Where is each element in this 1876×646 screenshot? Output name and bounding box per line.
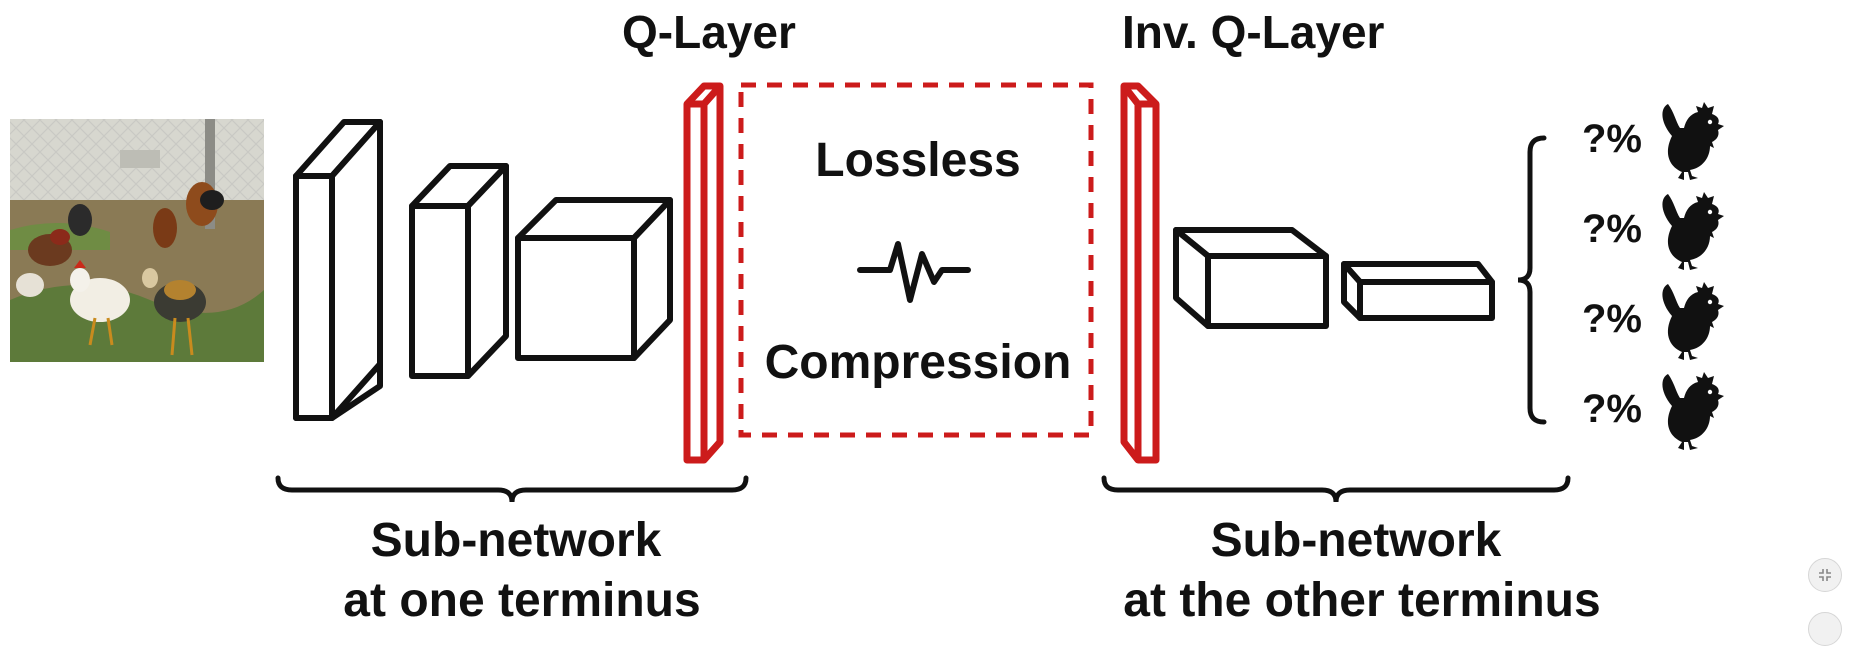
feature-block-1 bbox=[293, 119, 383, 421]
output-prob-2: ?% bbox=[1582, 207, 1642, 251]
rooster-icon bbox=[1662, 282, 1724, 360]
compression-label: Compression bbox=[765, 336, 1072, 389]
output-prob-3: ?% bbox=[1582, 297, 1642, 341]
left-subnet-brace bbox=[275, 475, 749, 503]
feature-block-3 bbox=[515, 197, 673, 361]
feature-block-2 bbox=[409, 163, 509, 379]
right-subnet-label-line2: at the other terminus bbox=[1123, 574, 1600, 625]
zoom-in-button[interactable] bbox=[1808, 612, 1842, 646]
q-layer-title: Q-Layer bbox=[622, 6, 796, 58]
rooster-icon bbox=[1662, 372, 1724, 450]
lossless-compression-box bbox=[738, 82, 1094, 438]
output-prob-4: ?% bbox=[1582, 387, 1642, 431]
rooster-icon bbox=[1662, 192, 1724, 270]
right-subnet-label-line1: Sub-network bbox=[1211, 514, 1502, 567]
signal-icon bbox=[857, 241, 971, 303]
q-layer bbox=[683, 82, 724, 464]
lossless-label: Lossless bbox=[815, 134, 1020, 187]
feature-block-5 bbox=[1341, 261, 1495, 321]
feature-block-4 bbox=[1173, 227, 1329, 329]
rooster-icon bbox=[1662, 102, 1724, 180]
zoom-out-icon bbox=[1819, 569, 1831, 581]
left-subnet-label-line2: at one terminus bbox=[343, 574, 700, 625]
chickens-photo bbox=[10, 119, 264, 362]
output-prob-1: ?% bbox=[1582, 117, 1642, 161]
diagram-canvas: ?% ?% ?% ?% Q-Layer Inv. Q-Layer Lossles… bbox=[10, 6, 1724, 625]
output-brace bbox=[1517, 135, 1547, 425]
zoom-out-button[interactable] bbox=[1808, 558, 1842, 592]
inv-q-layer bbox=[1120, 82, 1160, 464]
right-subnet-brace bbox=[1101, 475, 1571, 503]
left-subnet-label-line1: Sub-network bbox=[371, 514, 662, 567]
inv-q-layer-title: Inv. Q-Layer bbox=[1122, 6, 1385, 58]
